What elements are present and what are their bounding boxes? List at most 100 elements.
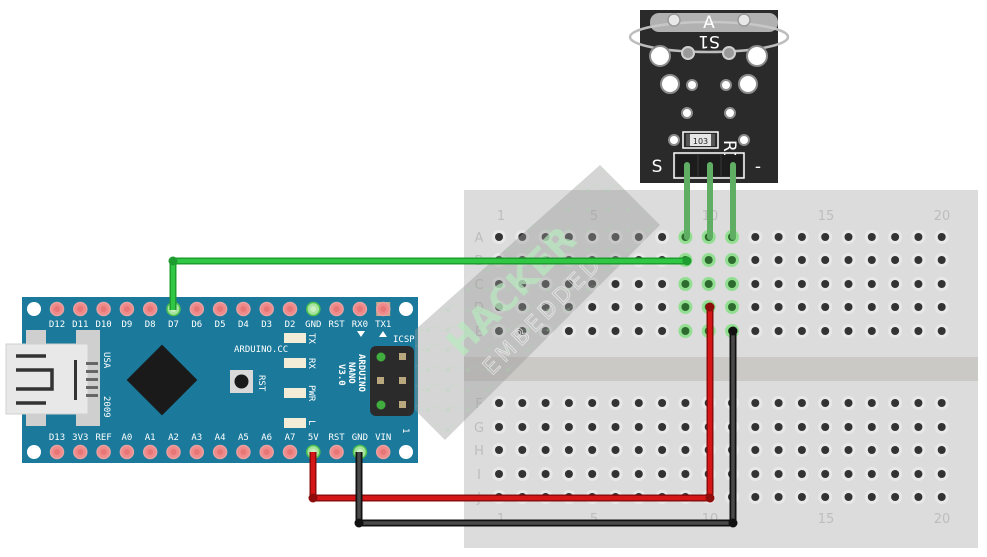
breadboard-hole[interactable] — [891, 470, 900, 478]
breadboard-hole[interactable] — [588, 399, 597, 407]
breadboard-hole[interactable] — [541, 399, 550, 407]
breadboard-hole[interactable] — [914, 446, 923, 454]
breadboard-hole[interactable] — [891, 303, 900, 311]
breadboard-hole[interactable] — [797, 446, 806, 454]
breadboard-hole[interactable] — [937, 493, 946, 501]
breadboard-hole[interactable] — [658, 399, 667, 407]
breadboard-hole[interactable] — [844, 233, 853, 241]
breadboard-hole[interactable] — [751, 256, 760, 264]
breadboard-hole[interactable] — [844, 327, 853, 335]
breadboard-hole[interactable] — [797, 327, 806, 335]
breadboard-hole[interactable] — [937, 327, 946, 335]
breadboard-hole[interactable] — [751, 233, 760, 241]
breadboard-hole[interactable] — [821, 303, 830, 311]
breadboard-hole[interactable] — [611, 327, 620, 335]
breadboard-hole[interactable] — [611, 446, 620, 454]
breadboard-hole[interactable] — [844, 493, 853, 501]
breadboard-hole[interactable] — [797, 423, 806, 431]
breadboard-hole[interactable] — [495, 470, 503, 478]
breadboard-hole[interactable] — [611, 280, 620, 288]
breadboard-hole[interactable] — [518, 423, 527, 431]
breadboard-hole[interactable] — [821, 470, 830, 478]
breadboard-hole[interactable] — [914, 233, 923, 241]
breadboard-hole[interactable] — [588, 327, 597, 335]
reset-button[interactable] — [234, 374, 249, 389]
breadboard-hole[interactable] — [821, 233, 830, 241]
breadboard-hole[interactable] — [611, 399, 620, 407]
breadboard-hole[interactable] — [914, 423, 923, 431]
breadboard-hole[interactable] — [751, 280, 760, 288]
breadboard-hole[interactable] — [844, 399, 853, 407]
breadboard-hole[interactable] — [588, 423, 597, 431]
breadboard-hole[interactable] — [774, 493, 783, 501]
breadboard-hole[interactable] — [774, 280, 783, 288]
breadboard-hole[interactable] — [844, 303, 853, 311]
breadboard-hole[interactable] — [588, 303, 597, 311]
breadboard-hole[interactable] — [658, 423, 667, 431]
breadboard-hole[interactable] — [611, 303, 620, 311]
breadboard-hole[interactable] — [867, 470, 876, 478]
breadboard-hole[interactable] — [495, 233, 503, 241]
breadboard-hole[interactable] — [518, 470, 527, 478]
breadboard-hole[interactable] — [704, 280, 713, 288]
arduino-nano[interactable]: USA 2009 RST ARDUINO.CC TX RX PWR L ARDU… — [5, 297, 418, 463]
breadboard-hole[interactable] — [867, 399, 876, 407]
breadboard-hole[interactable] — [867, 256, 876, 264]
breadboard-hole[interactable] — [821, 446, 830, 454]
breadboard-hole[interactable] — [867, 303, 876, 311]
breadboard-hole[interactable] — [797, 256, 806, 264]
breadboard-hole[interactable] — [891, 233, 900, 241]
breadboard-hole[interactable] — [774, 399, 783, 407]
breadboard-hole[interactable] — [611, 470, 620, 478]
breadboard-hole[interactable] — [681, 327, 690, 335]
breadboard-hole[interactable] — [821, 493, 830, 501]
breadboard-hole[interactable] — [751, 327, 760, 335]
breadboard-hole[interactable] — [611, 423, 620, 431]
breadboard-hole[interactable] — [914, 493, 923, 501]
breadboard-hole[interactable] — [844, 423, 853, 431]
breadboard-hole[interactable] — [728, 280, 736, 288]
breadboard-hole[interactable] — [495, 446, 503, 454]
breadboard-hole[interactable] — [495, 399, 503, 407]
breadboard-hole[interactable] — [891, 399, 900, 407]
breadboard-hole[interactable] — [634, 280, 643, 288]
breadboard-hole[interactable] — [751, 446, 760, 454]
breadboard-hole[interactable] — [658, 327, 667, 335]
breadboard-hole[interactable] — [821, 280, 830, 288]
breadboard-hole[interactable] — [867, 327, 876, 335]
breadboard-hole[interactable] — [914, 280, 923, 288]
breadboard-hole[interactable] — [541, 423, 550, 431]
breadboard-hole[interactable] — [704, 256, 713, 264]
breadboard-hole[interactable] — [564, 423, 573, 431]
breadboard-hole[interactable] — [797, 470, 806, 478]
breadboard-hole[interactable] — [751, 493, 760, 501]
breadboard-hole[interactable] — [891, 327, 900, 335]
breadboard-hole[interactable] — [937, 470, 946, 478]
breadboard-hole[interactable] — [774, 470, 783, 478]
breadboard-hole[interactable] — [867, 423, 876, 431]
breadboard-hole[interactable] — [564, 399, 573, 407]
reed-switch-module[interactable]: A S1 103 R1 S - — [628, 10, 790, 183]
breadboard-hole[interactable] — [588, 470, 597, 478]
breadboard-hole[interactable] — [914, 470, 923, 478]
breadboard-hole[interactable] — [751, 423, 760, 431]
breadboard-hole[interactable] — [821, 399, 830, 407]
breadboard-hole[interactable] — [774, 233, 783, 241]
breadboard-hole[interactable] — [891, 256, 900, 264]
breadboard-hole[interactable] — [937, 446, 946, 454]
breadboard-hole[interactable] — [658, 470, 667, 478]
breadboard-hole[interactable] — [844, 280, 853, 288]
breadboard-hole[interactable] — [844, 470, 853, 478]
breadboard-hole[interactable] — [634, 470, 643, 478]
breadboard-hole[interactable] — [681, 423, 690, 431]
breadboard-hole[interactable] — [891, 493, 900, 501]
breadboard-hole[interactable] — [564, 470, 573, 478]
breadboard-hole[interactable] — [751, 303, 760, 311]
breadboard-hole[interactable] — [844, 256, 853, 264]
breadboard-hole[interactable] — [774, 446, 783, 454]
breadboard-hole[interactable] — [821, 327, 830, 335]
breadboard-hole[interactable] — [937, 256, 946, 264]
breadboard-hole[interactable] — [914, 327, 923, 335]
breadboard-hole[interactable] — [634, 423, 643, 431]
breadboard-hole[interactable] — [797, 493, 806, 501]
